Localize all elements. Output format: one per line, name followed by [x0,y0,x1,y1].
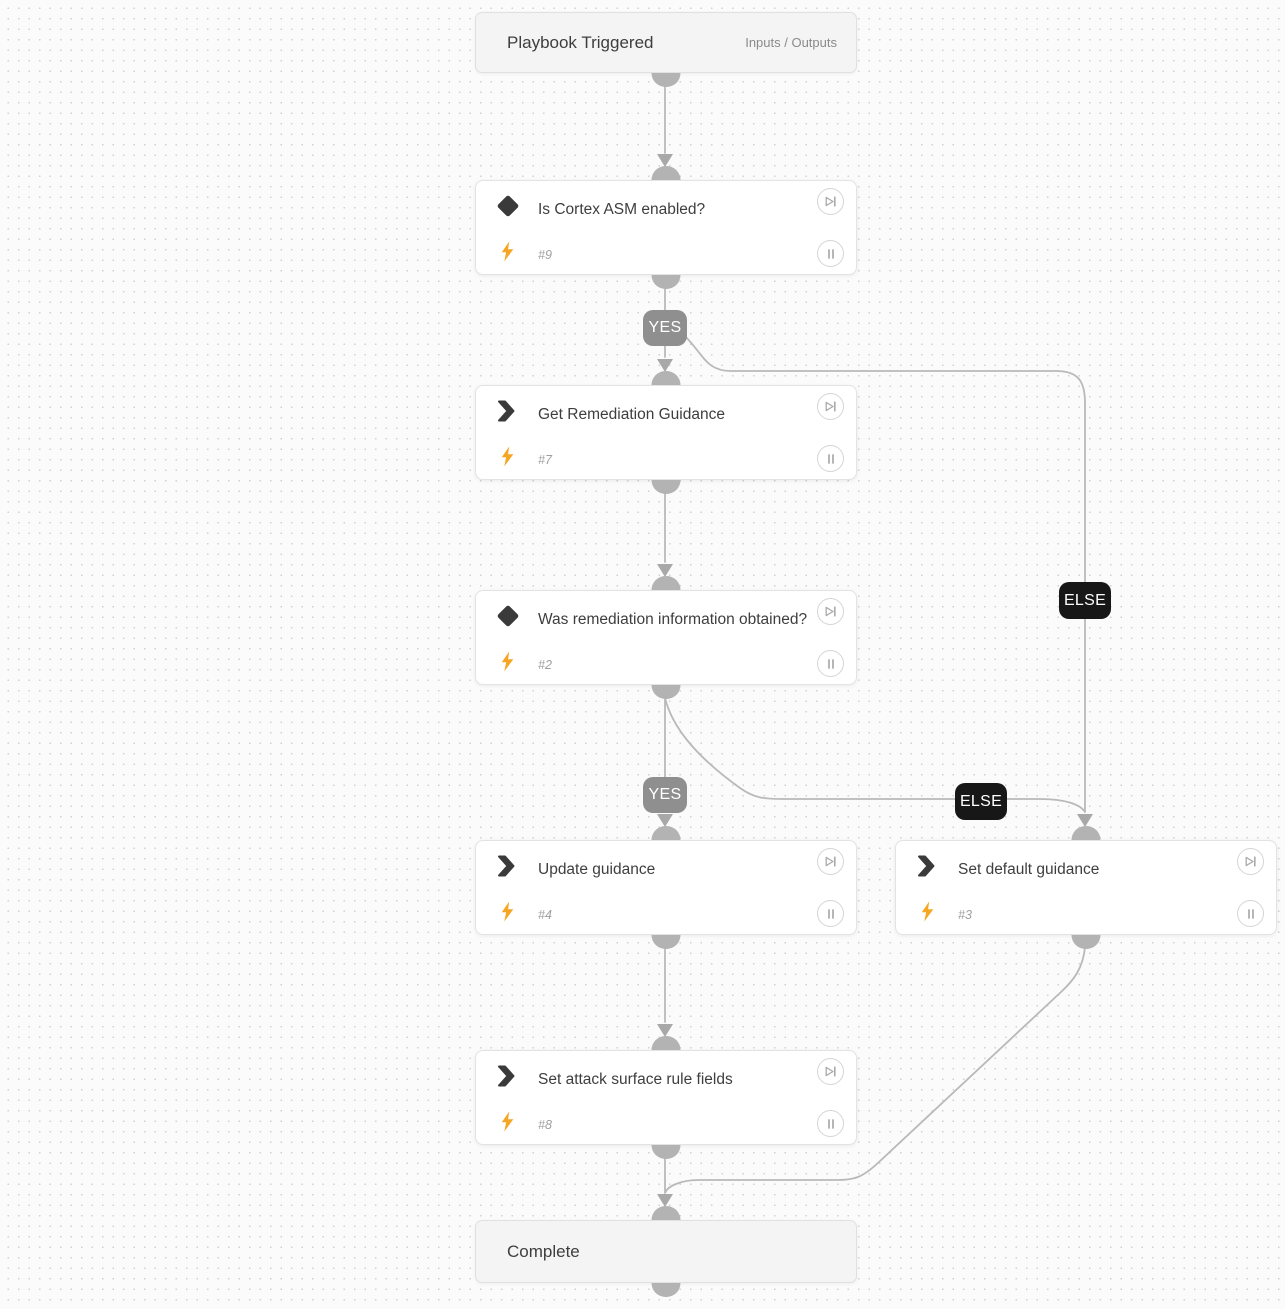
lightning-bolt-icon [500,446,515,467]
node-was-remediation-information-obtained[interactable]: Was remediation information obtained? #2 [475,576,857,699]
connector-bottom [651,1145,681,1159]
connector-top [651,371,681,385]
node-title: Update guidance [538,861,656,878]
lightning-bolt-icon [920,901,935,922]
node-complete[interactable]: Complete [475,1206,857,1297]
node-get-remediation-guidance[interactable]: Get Remediation Guidance #7 [475,371,857,494]
skip-to-end-icon [825,196,836,207]
node-set-attack-surface-rule-fields[interactable]: Set attack surface rule fields #8 [475,1036,857,1159]
pause-button[interactable] [817,445,844,472]
pause-icon [827,248,834,259]
skip-to-end-button[interactable] [817,393,844,420]
node-set-default-guidance[interactable]: Set default guidance #3 [895,826,1277,949]
connector-top [651,826,681,840]
skip-to-end-icon [825,856,836,867]
task-number: #3 [958,908,972,922]
connector-top [651,1036,681,1050]
task-number: #7 [538,453,552,467]
edge-label-yes: YES [643,310,687,346]
skip-to-end-icon [825,1066,836,1077]
connector-top [651,166,681,180]
lightning-bolt-icon [500,241,515,262]
pause-button[interactable] [817,900,844,927]
node-is-cortex-asm-enabled[interactable]: Is Cortex ASM enabled? #9 [475,166,857,289]
pause-icon [827,908,834,919]
edge-label-else: ELSE [955,783,1007,820]
pause-icon [827,453,834,464]
edge-label-yes: YES [643,777,687,813]
connector-bottom [651,1283,681,1297]
connector-top [1071,826,1101,840]
connector-bottom [651,480,681,494]
connector-bottom [651,685,681,699]
diamond-icon [494,603,522,629]
pause-icon [1247,908,1254,919]
task-number: #8 [538,1118,552,1132]
connector-bottom [651,275,681,289]
skip-to-end-button[interactable] [817,848,844,875]
connector-bottom [651,73,681,87]
node-title: Playbook Triggered [507,32,654,52]
pause-icon [827,658,834,669]
node-title: Set attack surface rule fields [538,1071,733,1088]
edge-label-else: ELSE [1059,582,1111,619]
task-number: #4 [538,908,552,922]
task-number: #9 [538,248,552,262]
pause-button[interactable] [817,240,844,267]
skip-to-end-button[interactable] [817,1058,844,1085]
node-title: Set default guidance [958,861,1100,878]
task-number: #2 [538,658,552,672]
skip-to-end-button[interactable] [817,598,844,625]
skip-to-end-button[interactable] [817,188,844,215]
pause-button[interactable] [817,650,844,677]
connector-bottom [1071,935,1101,949]
inputs-outputs-link[interactable]: Inputs / Outputs [745,35,837,50]
node-update-guidance[interactable]: Update guidance #4 [475,826,857,949]
skip-to-end-button[interactable] [1237,848,1264,875]
lightning-bolt-icon [500,651,515,672]
diamond-icon [494,193,522,219]
skip-to-end-icon [825,401,836,412]
connector-top [651,1206,681,1220]
node-title: Get Remediation Guidance [538,406,725,423]
node-title: Was remediation information obtained? [538,611,808,628]
connector-bottom [651,935,681,949]
node-title: Complete [507,1241,580,1261]
chevron-right-icon [494,398,522,424]
pause-icon [827,1118,834,1129]
chevron-right-icon [494,1063,522,1089]
pause-button[interactable] [1237,900,1264,927]
connector-top [651,576,681,590]
node-title: Is Cortex ASM enabled? [538,201,706,218]
skip-to-end-icon [825,606,836,617]
chevron-right-icon [494,853,522,879]
pause-button[interactable] [817,1110,844,1137]
node-playbook-triggered[interactable]: Playbook Triggered Inputs / Outputs [475,12,857,87]
skip-to-end-icon [1245,856,1256,867]
lightning-bolt-icon [500,901,515,922]
lightning-bolt-icon [500,1111,515,1132]
chevron-right-icon [914,853,942,879]
